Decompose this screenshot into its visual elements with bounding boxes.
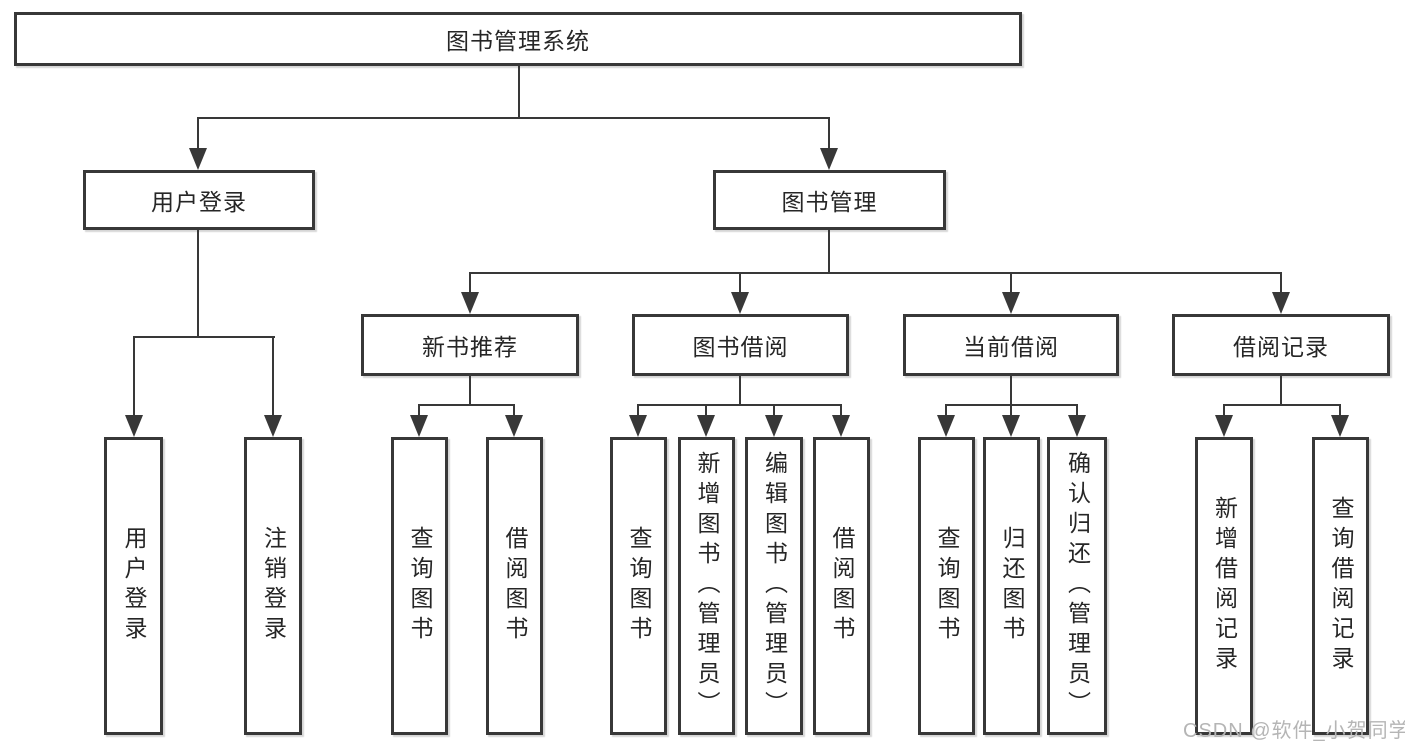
leaf-return-books: 归还图书 bbox=[983, 437, 1040, 735]
node-current-borrowing: 当前借阅 bbox=[903, 314, 1119, 376]
arrowhead bbox=[1002, 415, 1020, 437]
connector-line bbox=[1010, 376, 1012, 404]
arrowhead bbox=[125, 415, 143, 437]
leaf-borrow-books-recommend: 借阅图书 bbox=[486, 437, 543, 735]
node-borrowing-records: 借阅记录 bbox=[1172, 314, 1390, 376]
connector-line bbox=[197, 117, 199, 150]
arrowhead bbox=[1215, 415, 1233, 437]
connector-line bbox=[705, 404, 707, 417]
leaf-borrow-books: 借阅图书 bbox=[813, 437, 870, 735]
connector-line bbox=[945, 404, 947, 417]
leaf-logout: 注销登录 bbox=[244, 437, 302, 735]
arrowhead bbox=[937, 415, 955, 437]
connector-line bbox=[840, 404, 842, 417]
connector-line bbox=[197, 117, 830, 119]
connector-line bbox=[1010, 272, 1012, 294]
connector-line bbox=[518, 66, 520, 117]
connector-line bbox=[1280, 272, 1282, 294]
connector-line bbox=[773, 404, 775, 417]
arrowhead bbox=[832, 415, 850, 437]
leaf-query-books-borrow: 查询图书 bbox=[610, 437, 667, 735]
node-root-system: 图书管理系统 bbox=[14, 12, 1022, 66]
connector-line bbox=[469, 272, 471, 294]
leaf-query-books-current: 查询图书 bbox=[918, 437, 975, 735]
arrowhead bbox=[629, 415, 647, 437]
arrowhead bbox=[1002, 292, 1020, 314]
connector-line bbox=[739, 376, 741, 404]
leaf-confirm-return-admin: 确认归还（管理员） bbox=[1047, 437, 1107, 735]
arrowhead bbox=[410, 415, 428, 437]
connector-line bbox=[469, 376, 471, 404]
arrowhead bbox=[731, 292, 749, 314]
arrowhead bbox=[1272, 292, 1290, 314]
connector-line bbox=[1280, 376, 1282, 404]
node-book-borrowing: 图书借阅 bbox=[632, 314, 849, 376]
node-new-book-recommend: 新书推荐 bbox=[361, 314, 579, 376]
connector-line bbox=[133, 336, 275, 338]
connector-line bbox=[418, 404, 515, 406]
arrowhead bbox=[697, 415, 715, 437]
arrowhead bbox=[1331, 415, 1349, 437]
connector-line bbox=[513, 404, 515, 417]
leaf-query-books-recommend: 查询图书 bbox=[391, 437, 448, 735]
connector-line bbox=[1223, 404, 1341, 406]
leaf-edit-books-admin: 编辑图书（管理员） bbox=[745, 437, 803, 735]
connector-line bbox=[1339, 404, 1341, 417]
arrowhead bbox=[505, 415, 523, 437]
node-book-management: 图书管理 bbox=[713, 170, 946, 230]
leaf-query-borrow-record: 查询借阅记录 bbox=[1312, 437, 1369, 735]
connector-line bbox=[739, 272, 741, 294]
connector-line bbox=[133, 336, 135, 417]
connector-line bbox=[1076, 404, 1078, 417]
node-user-login: 用户登录 bbox=[83, 170, 315, 230]
connector-line bbox=[418, 404, 420, 417]
connector-line bbox=[469, 272, 1282, 274]
connector-line bbox=[637, 404, 639, 417]
connector-line bbox=[1010, 404, 1012, 417]
arrowhead bbox=[820, 148, 838, 170]
leaf-add-books-admin: 新增图书（管理员） bbox=[678, 437, 735, 735]
arrowhead bbox=[189, 148, 207, 170]
connector-line bbox=[828, 117, 830, 150]
connector-line bbox=[1223, 404, 1225, 417]
connector-line bbox=[828, 230, 830, 272]
arrowhead bbox=[264, 415, 282, 437]
connector-line bbox=[197, 230, 199, 336]
leaf-add-borrow-record: 新增借阅记录 bbox=[1195, 437, 1253, 735]
arrowhead bbox=[765, 415, 783, 437]
arrowhead bbox=[1068, 415, 1086, 437]
connector-line bbox=[637, 404, 842, 406]
csdn-watermark: CSDN @软件_小贺同学 bbox=[1183, 720, 1405, 742]
connector-line bbox=[272, 336, 274, 417]
arrowhead bbox=[461, 292, 479, 314]
leaf-user-login: 用户登录 bbox=[104, 437, 163, 735]
